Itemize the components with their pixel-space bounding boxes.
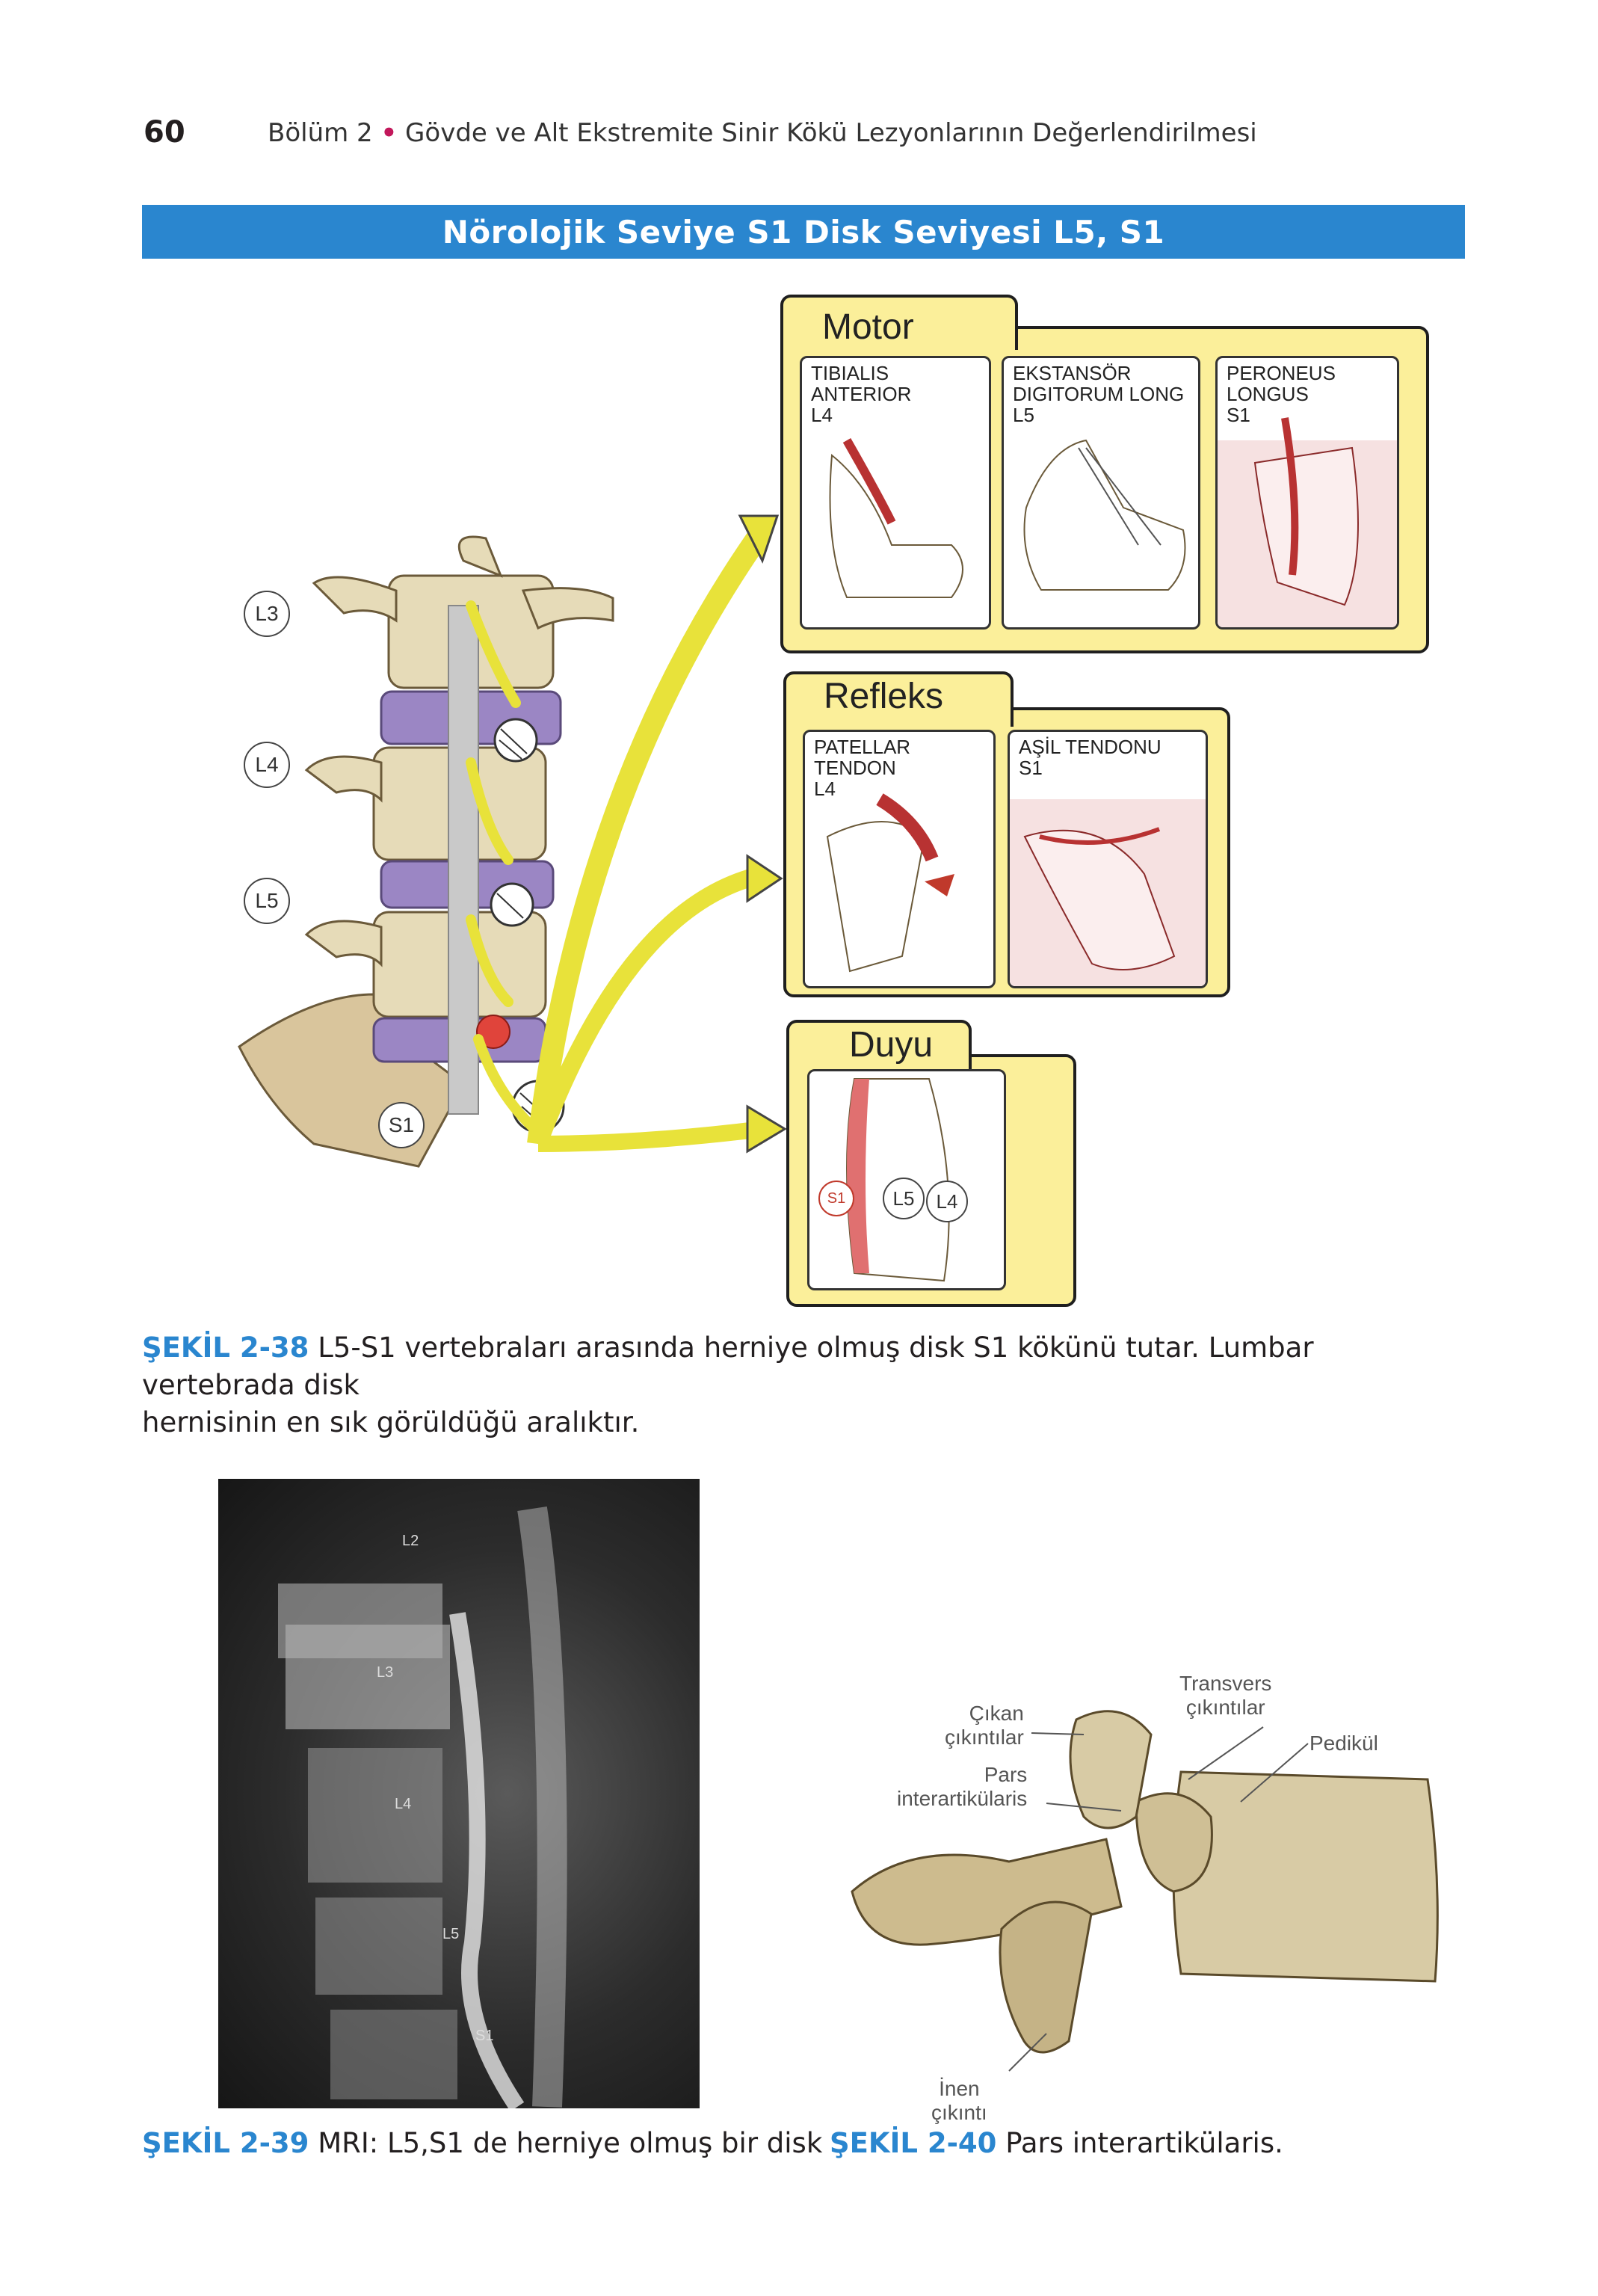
mri-label-s1: S1	[475, 2028, 494, 2044]
foot-illustration	[829, 438, 963, 598]
superior-articular-process	[1069, 1710, 1153, 1829]
arrow-head-motor	[738, 514, 780, 564]
motor-panel-extensor: EKSTANSÖR DIGITORUM LONG L5	[1002, 356, 1200, 630]
reflex-hammer	[925, 874, 954, 896]
level-label-l5: L5	[244, 878, 290, 924]
page-number: 60	[144, 115, 185, 150]
figure-number: ŞEKİL 2-39	[142, 2127, 309, 2159]
caption-text: L5-S1 vertebraları arasında herniye olmu…	[142, 1332, 1314, 1401]
dermatome-s1: S1	[818, 1181, 854, 1216]
caption-text-2: hernisinin en sık görüldüğü aralıktır.	[142, 1406, 640, 1438]
running-head: Bölüm 2 • Gövde ve Alt Ekstremite Sinir …	[268, 118, 1257, 148]
level-label-l4: L4	[244, 742, 290, 788]
panel-label: AŞİL TENDONU S1	[1019, 736, 1162, 779]
chapter-title: Gövde ve Alt Ekstremite Sinir Kökü Lezyo…	[405, 118, 1257, 148]
caption-text: Pars interartikülaris.	[1005, 2127, 1283, 2159]
level-label-s1: S1	[378, 1102, 425, 1148]
caption-text: MRI: L5,S1 de herniye olmuş bir disk	[318, 2127, 823, 2159]
sensory-title: Duyu	[849, 1025, 934, 1065]
label-descending-process: İnen çıkıntı	[931, 2077, 987, 2124]
arrow-head-reflex	[746, 854, 783, 903]
inferior-articular-process	[999, 1900, 1093, 2054]
label-transverse-processes: Transvers çıkıntılar	[1179, 1672, 1272, 1719]
motor-folder-tab	[780, 295, 1018, 350]
figure-2-39-caption: ŞEKİL 2-39 MRI: L5,S1 de herniye olmuş b…	[142, 2125, 822, 2162]
dermatome-l5: L5	[883, 1178, 925, 1219]
transverse-process	[1135, 1792, 1213, 1893]
dural-sac	[448, 605, 479, 1115]
banner-title: Nörolojik Seviye S1 Disk Seviyesi L5, S1	[442, 213, 1165, 250]
nerve-root-l3	[466, 600, 521, 708]
panel-label: PATELLAR TENDON L4	[814, 736, 911, 800]
chapter-label: Bölüm 2	[268, 118, 373, 148]
figure-2-38-caption: ŞEKİL 2-38 L5-S1 vertebraları arasında h…	[142, 1329, 1472, 1441]
label-ascending-processes: Çıkan çıkıntılar	[945, 1702, 1024, 1749]
panel-label: EKSTANSÖR DIGITORUM LONG L5	[1013, 362, 1185, 426]
level-label-l3: L3	[244, 591, 290, 637]
foot-illustration	[1023, 439, 1186, 591]
label-pedicle: Pedikül	[1309, 1732, 1378, 1755]
foot-illustration	[1010, 799, 1206, 986]
sensory-panel: S1 L5 L4	[807, 1069, 1006, 1290]
mri-label-l5: L5	[442, 1926, 460, 1942]
reflex-folder-tab	[783, 671, 1014, 727]
nerve-arrows	[527, 514, 787, 1154]
mri-label-l3: L3	[377, 1664, 394, 1681]
figure-2-40-caption: ŞEKİL 2-40 Pars interartikülaris.	[830, 2125, 1283, 2162]
nerve-root-l4	[466, 757, 513, 865]
label-pars-interarticularis: Pars interartikülaris	[897, 1763, 1028, 1810]
mri-image: L2 L3 L4 L5 S1	[218, 1479, 700, 2108]
arrow-head-sensory	[746, 1104, 787, 1154]
reflex-panel-patellar: PATELLAR TENDON L4	[803, 730, 996, 988]
knee-illustration	[826, 793, 954, 973]
mri-spine-drawing	[278, 1506, 567, 2108]
vertebra-illustration	[851, 1710, 1439, 2072]
herniation-mark	[476, 1015, 510, 1049]
vertebral-body	[1172, 1770, 1439, 1983]
bullet: •	[380, 118, 398, 148]
panel-label: TIBIALIS ANTERIOR L4	[811, 362, 912, 426]
foot-illustration	[1218, 417, 1397, 627]
mri-label-l2: L2	[402, 1533, 419, 1549]
figure-number: ŞEKİL 2-40	[830, 2127, 997, 2159]
panel-label: PERONEUS LONGUS S1	[1227, 362, 1336, 426]
sensory-folder-tab	[786, 1020, 972, 1075]
reflex-title: Refleks	[824, 677, 944, 716]
motor-panel-peroneus: PERONEUS LONGUS S1	[1215, 356, 1399, 630]
mri-label-l4: L4	[395, 1796, 412, 1812]
reflex-panel-achilles: AŞİL TENDONU S1	[1008, 730, 1208, 988]
motor-panel-tibialis: TIBIALIS ANTERIOR L4	[800, 356, 991, 630]
dermatome-l4: L4	[926, 1181, 968, 1222]
figure-number: ŞEKİL 2-38	[142, 1332, 309, 1364]
section-banner: Nörolojik Seviye S1 Disk Seviyesi L5, S1	[142, 205, 1465, 259]
nerve-root-l5	[466, 914, 513, 1007]
motor-title: Motor	[822, 307, 914, 347]
